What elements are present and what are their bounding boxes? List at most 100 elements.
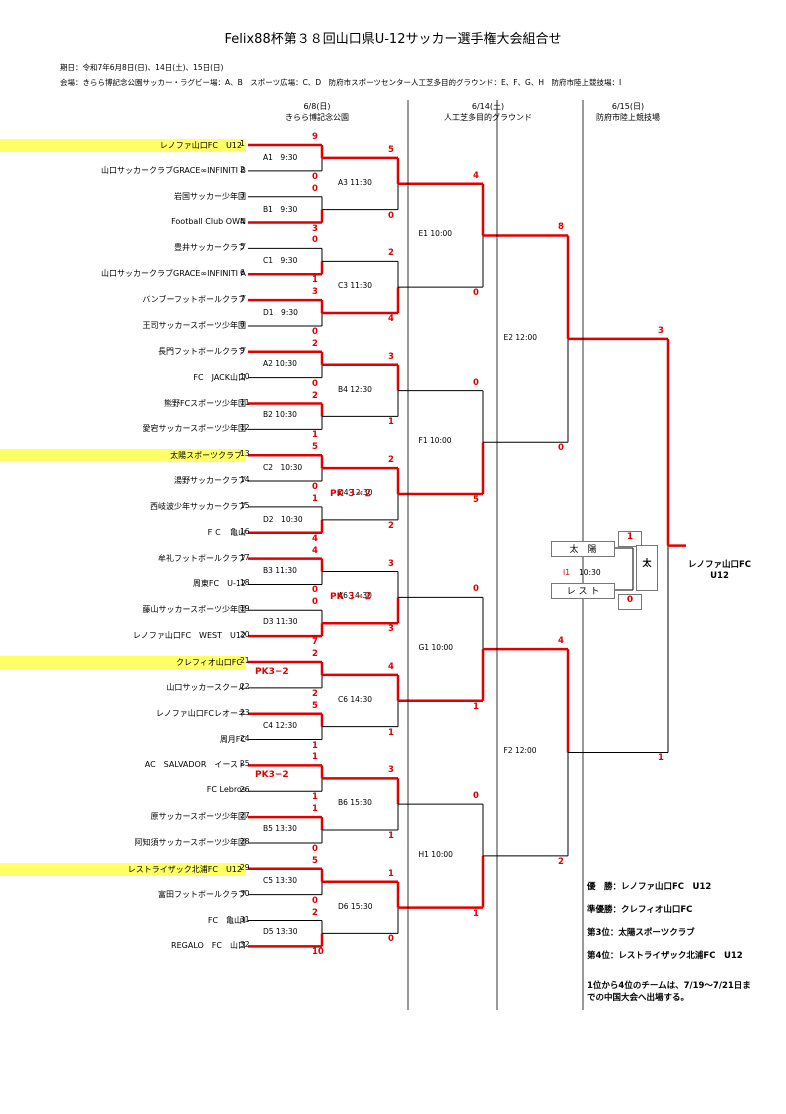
match-label: F1 10:00 [418, 436, 452, 446]
round1-date: 6/8(日) [303, 102, 331, 111]
score-top: 0 [473, 584, 479, 595]
pk-result: PK ３−２ [330, 592, 373, 603]
score-bottom: 0 [312, 378, 318, 389]
team-number: 5 [240, 242, 245, 252]
score-top: 8 [558, 222, 564, 233]
third-score-b: 0 [618, 594, 642, 610]
score-top: 3 [312, 287, 318, 298]
team-number: 30 [240, 888, 250, 898]
score-top: 0 [312, 183, 318, 194]
match-label: C2 10:30 [263, 463, 303, 473]
team-number: 9 [240, 345, 245, 355]
score-bottom: 0 [312, 326, 318, 337]
team-number: 11 [240, 397, 250, 407]
match-label: D3 11:30 [263, 617, 298, 627]
score-bottom: 1 [473, 908, 479, 919]
standing-4: 第4位：レストライザック北浦FC U12 [587, 951, 743, 961]
match-label: A2 10:30 [263, 358, 297, 368]
team-number: 23 [240, 707, 250, 717]
score-top: 5 [312, 442, 318, 453]
third-winner: 太 [636, 545, 658, 591]
match-label: D4 12:30 [338, 487, 373, 497]
page-title: Felix88杯第３８回山口県U-12サッカー選手権大会組合せ [224, 32, 562, 47]
team-name: 山口サッカースクール [166, 682, 246, 692]
team-name: FC Lebros [206, 785, 246, 795]
match-label: C1 9:30 [263, 256, 298, 266]
score-bottom: 2 [558, 856, 564, 867]
team-number: 1 [240, 139, 245, 148]
team-name: 長門フットボールクラブ [158, 346, 246, 356]
team-name: 太陽スポーツクラブ [0, 449, 246, 463]
score-top: 4 [312, 545, 318, 556]
match-label: E2 12:00 [503, 332, 538, 342]
score-bottom: 1 [388, 727, 394, 738]
score-top: 5 [388, 144, 394, 155]
score-top: 3 [658, 325, 664, 336]
team-number: 24 [240, 733, 250, 743]
score-bottom: 4 [388, 314, 394, 325]
team-number: 27 [240, 811, 250, 821]
dates-line: 期日：令和7年6月8日(日)、14日(土)、15日(日) [60, 63, 224, 72]
score-bottom: 1 [312, 430, 318, 441]
champion-name: レノファ山口FC U12 [688, 560, 752, 581]
score-bottom: 2 [388, 520, 394, 531]
team-number: 17 [240, 552, 250, 562]
team-number: 7 [240, 294, 245, 304]
team-number: 14 [240, 475, 250, 485]
team-number: 4 [240, 216, 245, 226]
team-name: クレフィオ山口FC [0, 656, 246, 669]
match-label: D6 15:30 [338, 901, 373, 911]
match-label: E1 10:00 [418, 229, 453, 239]
team-name: 原サッカースポーツ少年団 [150, 812, 246, 822]
match-label: B6 15:30 [338, 798, 372, 808]
team-number: 21 [240, 656, 250, 665]
score-bottom: 1 [312, 275, 318, 286]
match-label: A1 9:30 [263, 152, 298, 162]
match-label: A3 11:30 [338, 177, 372, 187]
team-name: レノファ山口FC WEST U12 [132, 631, 246, 641]
team-name: 王司サッカースポーツ少年団 [142, 320, 246, 330]
match-label: B3 11:30 [263, 565, 297, 575]
team-number: 29 [240, 862, 250, 872]
third-team-b: レ ス ト [551, 583, 615, 599]
score-top: 4 [388, 661, 394, 672]
match-label: D5 13:30 [263, 927, 298, 937]
score-top: 4 [473, 170, 479, 181]
team-name: 豊井サッカークラブ [174, 243, 246, 253]
score-top: 3 [388, 558, 394, 569]
score-top: 5 [312, 855, 318, 866]
team-name: REGALO FC 山口 [171, 941, 246, 951]
team-number: 25 [240, 759, 250, 769]
team-number: 18 [240, 578, 250, 588]
standing-3: 第3位：太陽スポーツクラブ [587, 928, 695, 938]
team-number: 6 [240, 268, 245, 278]
team-name: 周月FC [219, 734, 246, 744]
third-team-a: 太 陽 [551, 541, 615, 557]
round1-venue: きらら博記念公園 [285, 113, 349, 122]
score-bottom: 2 [312, 688, 318, 699]
score-top: 2 [312, 338, 318, 349]
standing-2: 準優勝：クレフィオ山口FC [587, 905, 693, 915]
score-top: 2 [388, 248, 394, 259]
score-bottom: 3 [388, 624, 394, 635]
team-name: 愛宕サッカースポーツ少年団 [142, 424, 246, 434]
team-number: 16 [240, 526, 250, 536]
qualify-note: 1位から4位のチームは、7/19〜7/21日までの中国大会へ出場する。 [587, 981, 751, 1003]
score-bottom: 1 [473, 701, 479, 712]
match-label: B1 9:30 [263, 204, 298, 214]
third-score-a: 1 [618, 531, 642, 547]
score-top: 1 [312, 752, 318, 763]
round3-venue: 防府市陸上競技場 [596, 113, 660, 122]
team-number: 15 [240, 500, 250, 510]
team-name: ＦＣ 亀山 [206, 527, 246, 537]
team-number: 3 [240, 190, 245, 200]
score-bottom: 4 [312, 533, 318, 544]
score-top: 0 [312, 597, 318, 608]
team-number: 32 [240, 940, 250, 950]
team-name: AC SALVADOR イースト [144, 760, 246, 770]
score-top: 5 [312, 700, 318, 711]
match-label: D1 9:30 [263, 308, 298, 318]
match-label: A6 14:30 [338, 591, 372, 601]
score-bottom: 0 [473, 288, 479, 299]
score-bottom: 0 [312, 843, 318, 854]
